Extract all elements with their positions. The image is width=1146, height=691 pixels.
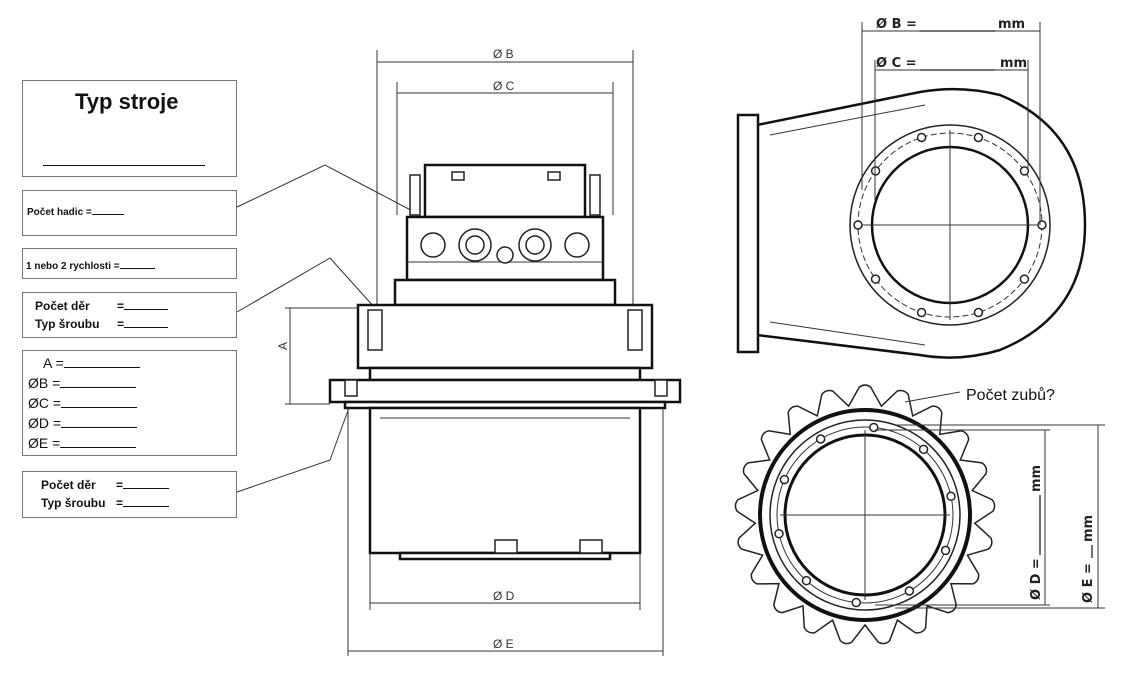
equals: = [117,317,125,331]
speeds-box: 1 nebo 2 rychlosti = [22,248,237,279]
sprocket-view: Počet zubů? Ø D = mm Ø E = mm [734,384,1105,645]
sprocket-unit-e: mm [1081,515,1096,542]
bolt-hole [870,274,881,284]
flange-dim-b: Ø B = [876,17,917,32]
bolt-hole [779,474,790,485]
machine-type-box: Typ stroje [22,80,237,177]
sprocket-dim-d: Ø D = [1029,558,1044,600]
bolt-hole [946,491,956,502]
bolt-top-label: Typ šroubu [35,317,100,331]
bolt-hole [1019,274,1030,284]
bolt-hole [940,545,951,556]
bolt-top-field[interactable] [124,327,169,328]
speeds-label: 1 nebo 2 rychlosti = [26,261,120,272]
dim-a-label: A = [43,355,64,371]
dim-c-field[interactable] [61,407,138,408]
bolt-hole [853,220,863,230]
bolt-bottom-field[interactable] [123,506,170,507]
holes-bottom-box: Počet děr = Typ šroubu = [22,471,237,518]
flange-unit-b: mm [998,17,1025,32]
dim-c-text: Ø C [493,79,515,93]
dim-d-field[interactable] [61,427,138,428]
speeds-field[interactable] [119,268,155,269]
bolt-hole [973,132,984,143]
teeth-question: Počet zubů? [966,386,1055,404]
dim-e-text: Ø E [493,637,514,651]
dim-c-label: ØC = [28,395,62,411]
hoses-box: Počet hadic = [22,190,237,236]
equals: = [116,496,124,510]
hoses-field[interactable] [91,214,124,215]
dim-a-text: A [276,342,290,350]
dim-d-label: ØD = [28,415,62,431]
leader-lines [236,164,421,493]
machine-type-field[interactable] [43,165,205,166]
sprocket-dim-e: Ø E = [1081,563,1096,603]
bolt-hole [870,166,881,176]
dim-e-label: ØE = [28,435,61,451]
holes-top-box: Počet děr = Typ šroubu = [22,292,237,338]
equals: = [117,299,125,313]
bolt-hole [916,132,927,143]
flange-unit-c: mm [1000,56,1027,71]
bolt-hole [851,597,861,608]
bolt-hole [918,444,929,455]
dim-d-text: Ø D [493,589,515,603]
bolt-hole [869,422,879,433]
dim-b-label: ØB = [28,375,61,391]
dim-b-text: Ø B [493,47,514,61]
dim-b-field[interactable] [60,387,137,388]
dim-a-field[interactable] [63,367,140,368]
holes-top-field[interactable] [124,309,169,310]
bolt-bottom-label: Typ šroubu [41,496,106,510]
bolt-hole [815,434,826,444]
bolt-hole [774,528,784,539]
hoses-label: Počet hadic = [27,207,92,218]
bolt-hole [904,586,915,596]
holes-top-label: Počet děr [35,299,90,313]
equals: = [116,478,124,492]
flange-top-view: Ø B = mm Ø C = mm [736,17,1087,359]
machine-type-label: Typ stroje [75,89,179,114]
bolt-hole [1037,220,1047,230]
sprocket-teeth [734,384,996,645]
motor-side-view: Ø B Ø C A Ø D Ø E [276,47,682,656]
speeds-row: 1 nebo 2 rychlosti = [26,261,155,272]
sprocket-unit-d: mm [1029,465,1044,492]
dim-e-field[interactable] [60,447,137,448]
bolt-hole [801,575,812,586]
hoses-row: Počet hadic = [27,207,124,218]
holes-bottom-field[interactable] [123,488,170,489]
dimensions-box: A = ØB = ØC = ØD = ØE = [22,350,237,456]
bolt-hole [916,307,927,318]
bolt-hole [973,307,984,318]
flange-dim-c: Ø C = [876,56,917,71]
bolt-hole [1019,166,1030,176]
holes-bottom-label: Počet děr [41,478,96,492]
